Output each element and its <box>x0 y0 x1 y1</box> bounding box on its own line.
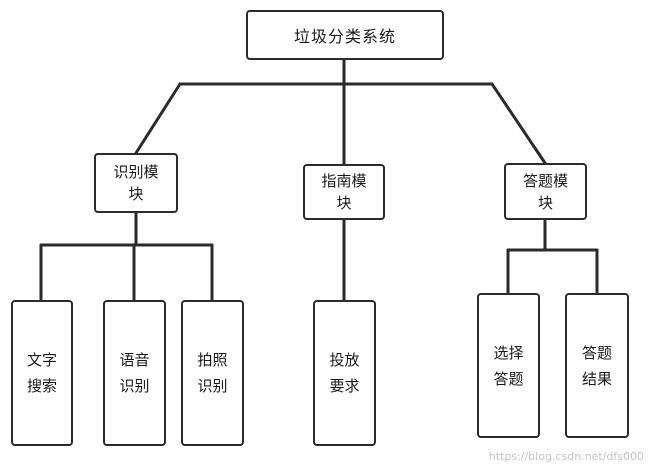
leaf-node-label: 投放 要求 <box>329 351 360 395</box>
leaf-node-label: 拍照 识别 <box>197 351 228 395</box>
leaf-node-voice-recognition: 语音 识别 <box>103 300 166 446</box>
leaf-node-label: 选择 答题 <box>493 343 524 388</box>
module-node-guide: 指南模 块 <box>303 164 385 220</box>
module-node-label: 指南模 块 <box>321 172 367 212</box>
root-node-garbage-classification-system: 垃圾分类系统 <box>246 10 444 60</box>
leaf-node-label: 答题 结果 <box>581 343 612 388</box>
root-node-label: 垃圾分类系统 <box>293 27 396 46</box>
module-node-label: 答题模 块 <box>522 171 568 212</box>
module-node-label: 识别模 块 <box>113 163 159 203</box>
leaf-node-label: 语音 识别 <box>119 351 150 395</box>
module-node-recognition: 识别模 块 <box>94 153 178 213</box>
connector-to-quiz-module <box>490 82 547 165</box>
leaf-node-quiz-results: 答题 结果 <box>565 293 629 438</box>
watermark-text: https://blog.csdn.net/dfs000 <box>488 450 644 463</box>
leaf-node-text-search: 文字 搜索 <box>11 300 73 446</box>
leaf-node-photo-recognition: 拍照 识别 <box>181 300 244 446</box>
leaf-node-label: 文字 搜索 <box>26 351 57 395</box>
module-node-quiz: 答题模 块 <box>504 163 587 220</box>
leaf-node-disposal-requirements: 投放 要求 <box>313 300 376 446</box>
leaf-node-choice-quiz: 选择 答题 <box>477 293 540 438</box>
connector-to-recognition-module <box>134 82 182 155</box>
